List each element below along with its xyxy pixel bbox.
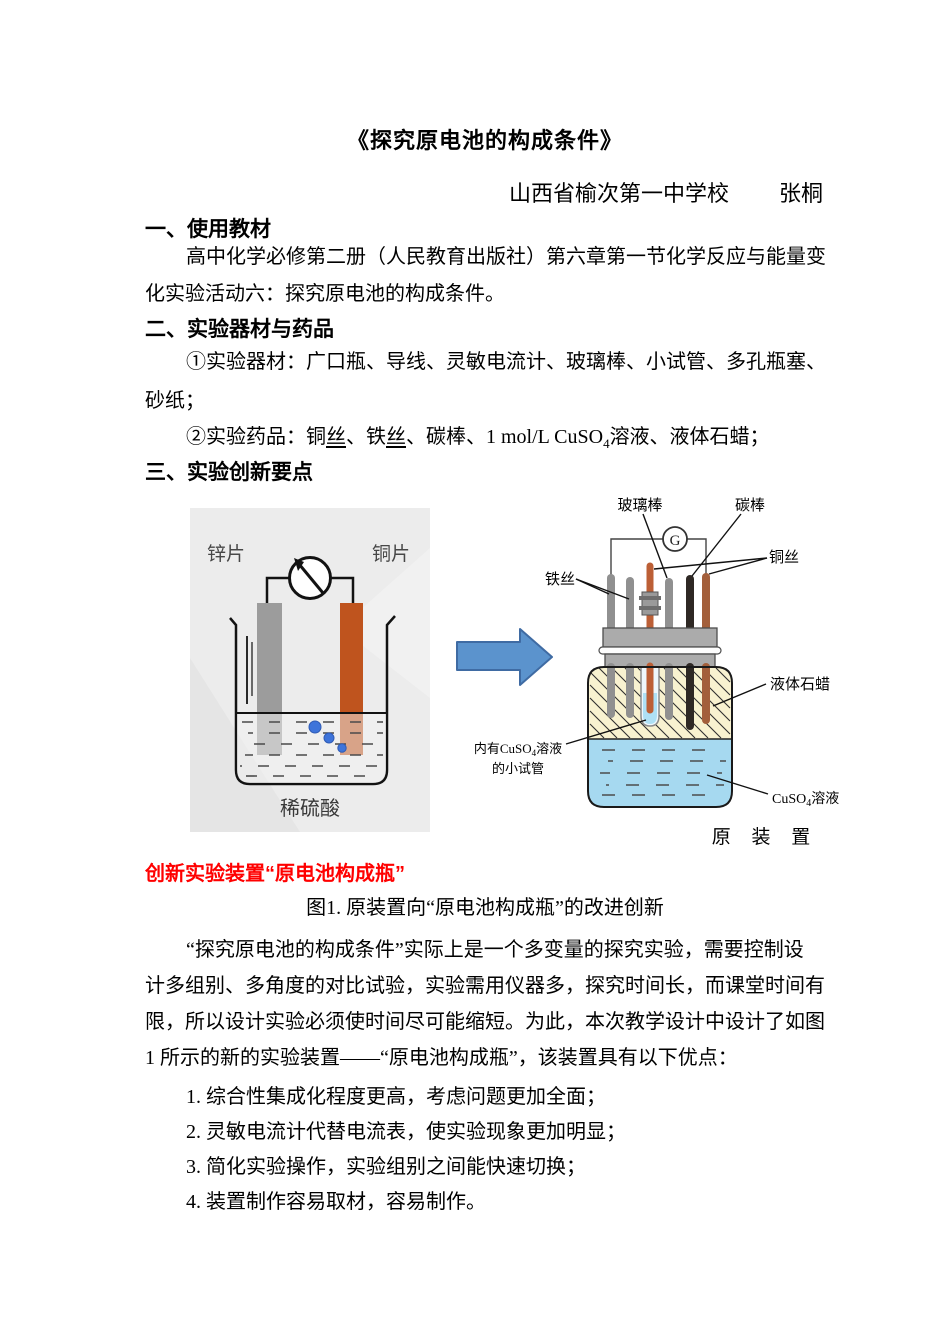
reagents-seg2: 、铁 [346, 426, 386, 448]
reagents-line: ②实验药品：铜丝、铁丝、碳棒、1 mol/L CuSO4溶液、液体石蜡； [145, 420, 876, 452]
equipment-line-2: 砂纸； [145, 390, 205, 412]
solution-label-b: 溶液 [811, 791, 839, 807]
original-cell-figure: 锌片 铜片 稀硫酸 [190, 508, 430, 832]
advantage-item-3: 3. 简化实验操作，实验组别之间能快速切换； [186, 1156, 586, 1178]
paraffin-label: 液体石蜡 [770, 676, 830, 693]
test-tube-label-b: 溶液 [536, 741, 562, 756]
page-title: 《探究原电池的构成条件》 [346, 128, 623, 153]
copper-wire-label: 铜丝 [769, 549, 799, 566]
test-tube-label-a: 内有CuSO [474, 741, 532, 756]
improved-device-figure: G [456, 497, 839, 848]
rod-connector [639, 591, 661, 616]
heading-equipment: 二、实验器材与药品 [145, 318, 334, 341]
carbon-rod-label: 碳棒 [735, 497, 765, 514]
cuso4-subscript: 4 [603, 436, 610, 451]
body-line-1: “探究原电池的构成条件”实际上是一个多变量的探究实验，需要控制设 [186, 939, 804, 961]
byline-author: 张桐 [778, 181, 823, 206]
figure-caption: 图1. 原装置向“原电池构成瓶”的改进创新 [306, 897, 664, 919]
gas-bubbles [308, 720, 347, 753]
meter-wire-left [610, 538, 663, 577]
reagents-seg1: ②实验药品：铜 [186, 426, 326, 448]
bottle-stopper [598, 627, 722, 668]
copper-plate-label: 铜片 [372, 543, 410, 565]
small-test-tube [640, 662, 660, 727]
byline-school: 山西省榆次第一中学校 [508, 181, 729, 206]
reagents-seg4: 溶液、液体石蜡； [609, 426, 770, 448]
body-line-3: 限，所以设计实验必须使时间尽可能缩短。为此，本次教学设计中设计了如图 [145, 1011, 825, 1033]
right-wire [330, 576, 355, 603]
iron-wire-label: 铁丝 [545, 571, 575, 588]
byline: 山西省榆次第一中学校 张桐 [145, 176, 823, 208]
original-device-label: 原 装 置 [712, 826, 819, 848]
liquid-dash-texture [240, 721, 383, 777]
reagents-underlined-2: 丝 [386, 426, 406, 448]
background-highlight [340, 548, 430, 698]
solution-label-a: CuSO [772, 792, 806, 807]
transform-arrow-icon [456, 628, 553, 686]
heading-materials: 一、使用教材 [145, 218, 271, 241]
solution-dash-texture [600, 749, 726, 796]
electrode-rods-lower [607, 663, 710, 730]
galvanometer-needle [297, 563, 325, 594]
galvanometer-icon [662, 526, 688, 552]
reagents-underlined-1: 丝 [326, 426, 346, 448]
bottle-outline [587, 666, 733, 808]
materials-line-2: 化实验活动六：探究原电池的构成条件。 [145, 283, 505, 305]
advantage-item-4: 4. 装置制作容易取材，容易制作。 [186, 1191, 486, 1213]
dilute-acid-label: 稀硫酸 [280, 797, 340, 820]
solution-label: CuSO4溶液 [772, 791, 839, 809]
reagents-seg3: 、碳棒、1 mol/L CuSO [406, 426, 604, 448]
body-line-2: 计多组别、多角度的对比试验，实验需用仪器多，探究时间长，而课堂时间有 [145, 975, 825, 997]
advantage-item-1: 1. 综合性集成化程度更高，考虑问题更加全面； [186, 1086, 606, 1108]
test-tube-label-line2: 的小试管 [492, 761, 544, 776]
body-line-4: 1 所示的新的实验装置——“原电池构成瓶”，该装置具有以下优点： [145, 1047, 738, 1069]
materials-line-1: 高中化学必修第二册（人民教育出版社）第六章第一节化学反应与能量变 [186, 246, 826, 268]
test-tube-label-line1: 内有CuSO4溶液 [474, 741, 562, 758]
beaker-outline [229, 615, 396, 786]
innovation-device-note: 创新实验装置“原电池构成瓶” [145, 863, 405, 885]
equipment-line-1: ①实验器材：广口瓶、导线、灵敏电流计、玻璃棒、小试管、多孔瓶塞、 [186, 351, 826, 373]
heading-innovation: 三、实验创新要点 [145, 461, 313, 484]
galvanometer-letter: G [670, 533, 681, 549]
needle-arrowhead-icon [294, 558, 304, 571]
callout-lines [565, 513, 769, 795]
zinc-plate-label: 锌片 [207, 543, 245, 565]
left-wire [265, 576, 290, 603]
glass-rod-label: 玻璃棒 [617, 497, 662, 514]
solution-label-sub: 4 [806, 798, 811, 809]
test-tube-label-sub: 4 [532, 748, 537, 758]
advantage-item-2: 2. 灵敏电流计代替电流表，使实验现象更加明显； [186, 1121, 626, 1143]
